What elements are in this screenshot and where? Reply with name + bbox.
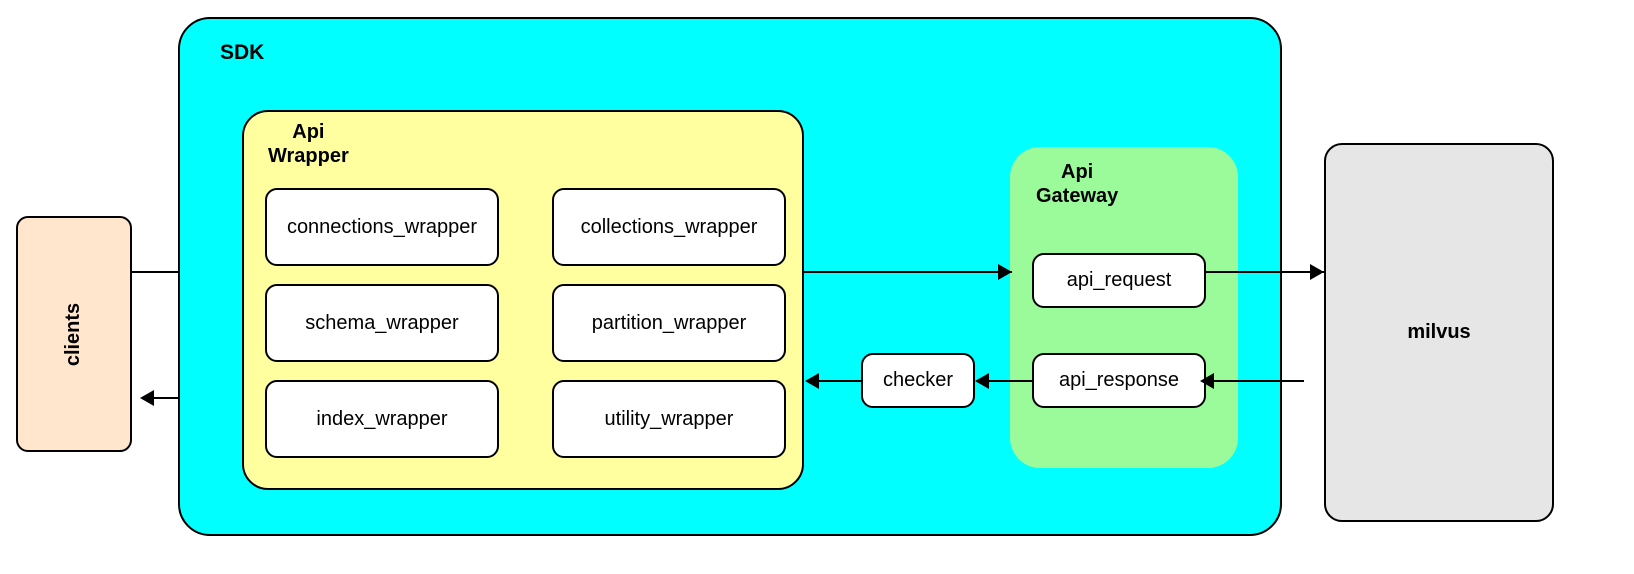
edge-checker-to-wrapper-arrowhead-icon xyxy=(805,373,819,389)
node-collections-wrapper-label: collections_wrapper xyxy=(580,215,758,238)
edge-request-to-milvus-arrowhead-icon xyxy=(1310,264,1324,280)
node-index-wrapper-label: index_wrapper xyxy=(316,407,448,430)
edge-milvus-to-response-line xyxy=(1206,380,1304,382)
node-collections-wrapper[interactable]: collections_wrapper xyxy=(552,188,786,266)
edge-response-to-checker-line xyxy=(985,380,1032,382)
group-api-wrapper-label: Api Wrapper xyxy=(268,121,349,167)
node-utility-wrapper-label: utility_wrapper xyxy=(604,407,734,430)
node-connections-wrapper[interactable]: connections_wrapper xyxy=(265,188,499,266)
node-milvus[interactable]: milvus xyxy=(1324,143,1554,522)
edge-request-to-milvus-line xyxy=(1206,271,1326,273)
edge-milvus-to-response-arrowhead-icon xyxy=(1200,373,1214,389)
group-api-gateway-label: Api Gateway xyxy=(1036,161,1119,207)
node-connections-wrapper-label: connections_wrapper xyxy=(286,215,478,238)
node-partition-wrapper[interactable]: partition_wrapper xyxy=(552,284,786,362)
node-utility-wrapper[interactable]: utility_wrapper xyxy=(552,380,786,458)
node-clients-label: clients xyxy=(62,302,85,366)
node-schema-wrapper[interactable]: schema_wrapper xyxy=(265,284,499,362)
node-index-wrapper[interactable]: index_wrapper xyxy=(265,380,499,458)
node-api-response[interactable]: api_response xyxy=(1032,353,1206,408)
node-api-request-label: api_request xyxy=(1066,269,1172,291)
node-milvus-label: milvus xyxy=(1407,321,1471,343)
node-schema-wrapper-label: schema_wrapper xyxy=(305,311,459,334)
node-api-response-label: api_response xyxy=(1058,369,1180,391)
edge-wrapper-to-gateway-line xyxy=(804,271,1012,273)
edge-sdk-to-clients-arrowhead-icon xyxy=(140,390,154,406)
node-checker[interactable]: checker xyxy=(861,353,975,408)
edge-response-to-checker-arrowhead-icon xyxy=(975,373,989,389)
node-clients[interactable]: clients xyxy=(16,216,132,452)
node-api-request[interactable]: api_request xyxy=(1032,253,1206,308)
edge-wrapper-to-gateway-arrowhead-icon xyxy=(998,264,1012,280)
node-partition-wrapper-label: partition_wrapper xyxy=(591,311,747,334)
group-sdk-label: SDK xyxy=(220,41,265,64)
edge-checker-to-wrapper-line xyxy=(815,380,861,382)
node-checker-label: checker xyxy=(882,369,954,391)
